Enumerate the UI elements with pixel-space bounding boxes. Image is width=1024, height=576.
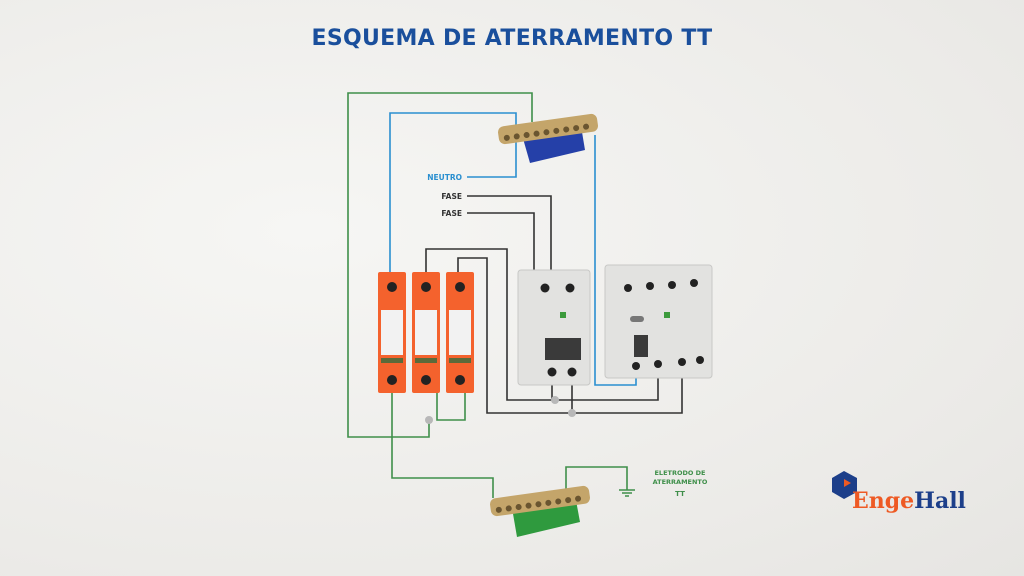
phase-wire-spd2 [425,248,659,401]
phase-wire-2 [467,212,535,272]
neutro-label: NEUTRO [427,173,462,182]
page-title: ESQUEMA DE ATERRAMENTO TT [311,26,713,51]
ground-wire-spd1 [391,393,494,498]
ground-wires [347,92,628,498]
circuit-breaker [517,269,591,386]
junctions [425,396,576,424]
phase-wire-1 [467,195,552,272]
engehall-logo: EngeHall [830,470,990,520]
junction-dot [425,416,433,424]
spd-1 [378,272,406,393]
spd-2 [412,272,440,393]
fase-label-2: FASE [441,209,462,218]
eletrodo-label-line3: TT [675,490,685,498]
fase-label-1: FASE [441,192,462,201]
phase-wires [425,195,683,414]
junction-dot [551,396,559,404]
ground-wire-electrode [565,466,628,497]
surge-protectors [378,272,474,393]
rcd-toggle [634,335,648,357]
logo-text: EngeHall [852,488,966,514]
ground-busbar [490,485,590,537]
junction-dot [568,409,576,417]
ground-electrode-icon [619,489,635,497]
logo-text-enge: Enge [852,488,915,514]
logo-text-hall: Hall [914,488,966,514]
ground-wire-spd23 [436,393,466,421]
rcd-test-button [630,316,644,322]
neutral-busbar [498,113,598,163]
eletrodo-label-line2: ATERRAMENTO [653,478,708,486]
breaker-toggle [545,338,581,360]
eletrodo-label-line1: ELETRODO DE [654,469,705,477]
engehall-logo-icon [832,471,857,499]
residual-current-device [604,264,713,379]
ground-wire-outer [347,92,533,438]
phase-wire-spd3 [457,257,683,414]
spd-3 [446,272,474,393]
neutral-wire-spd [389,112,517,272]
